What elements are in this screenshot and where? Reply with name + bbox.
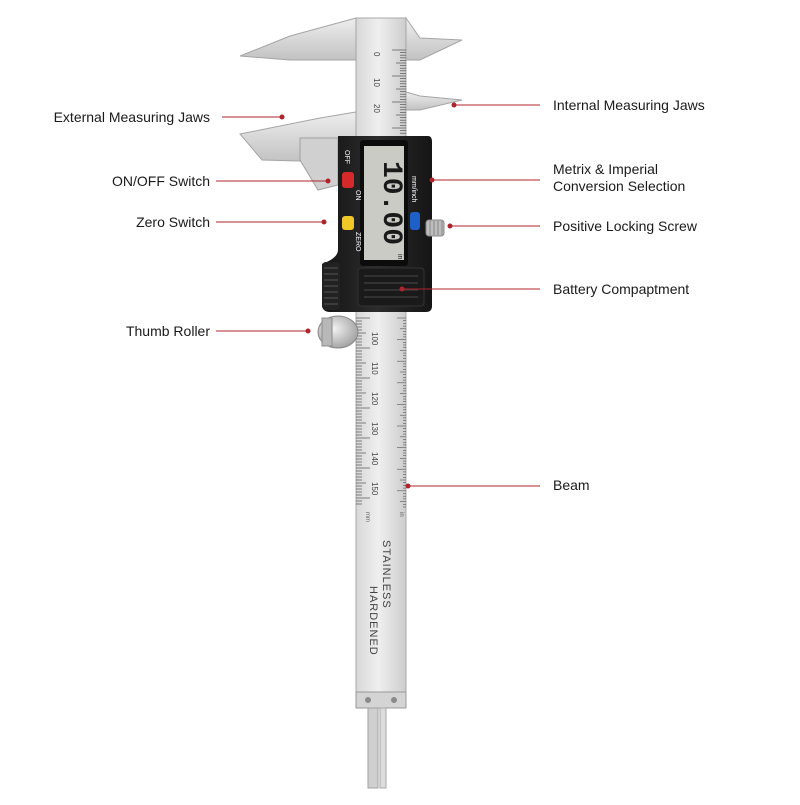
lcd-unit: in [396, 254, 403, 260]
on-off-button[interactable] [342, 172, 354, 188]
label-on-off-switch: ON/OFF Switch [111, 173, 210, 189]
bottom-scale-label: 130 [370, 422, 379, 436]
upper-fixed-jaw [239, 17, 357, 61]
end-plate-screw-left [365, 697, 371, 703]
bottom-scale-label: 120 [370, 392, 379, 406]
dot-zero [321, 219, 327, 225]
top-scale-label: 20 [372, 104, 381, 113]
beam-end-plate [355, 691, 407, 709]
external-sliding-jaw [299, 137, 339, 191]
lcd-screen [364, 146, 404, 260]
label-internal-jaws: Internal Measuring Jaws [553, 97, 705, 113]
leader-lines [216, 102, 540, 489]
on-label: ON [354, 190, 361, 201]
top-scale-labels: 0 10 20 [372, 52, 381, 113]
top-scale-label: 10 [372, 78, 381, 87]
lcd-value: 10.00 [375, 161, 406, 245]
bottom-scale-label: 110 [370, 362, 379, 375]
beam-unit-mm: mm [364, 512, 370, 522]
bottom-scale-labels: 100 110 120 130 140 150 [370, 332, 379, 496]
bottom-scale-label: 140 [370, 452, 379, 466]
mm-inch-button[interactable] [410, 212, 420, 230]
top-scale-label: 0 [372, 52, 381, 57]
thumb-roller[interactable] [317, 315, 359, 349]
dot-beam [405, 483, 411, 489]
label-external-jaws: External Measuring Jaws [53, 109, 210, 125]
label-zero-switch: Zero Switch [136, 214, 210, 230]
locking-screw[interactable] [425, 219, 445, 237]
zero-button[interactable] [342, 216, 354, 230]
beam-text-stainless: STAINLESS [380, 540, 392, 609]
label-beam: Beam [553, 477, 590, 493]
bottom-scale-ticks [356, 317, 370, 505]
dot-conversion [429, 177, 435, 183]
depth-rod-2 [379, 707, 387, 789]
off-label: OFF [343, 150, 350, 164]
mm-inch-label: mm/inch [410, 176, 417, 203]
dot-internal-jaws [451, 102, 457, 108]
label-conversion-line1: Metrix & Imperial [553, 161, 659, 177]
label-battery: Battery Compaptment [553, 281, 690, 297]
top-scale-ticks [392, 49, 406, 134]
battery-compartment [357, 267, 425, 307]
bottom-scale-label: 150 [370, 482, 379, 496]
thumb-grip [322, 262, 340, 310]
label-locking-screw: Positive Locking Screw [553, 218, 697, 234]
dot-thumb-roller [305, 328, 311, 334]
inch-scale-ticks [397, 317, 406, 508]
beam-unit-in: in [398, 512, 404, 517]
end-plate-screw-right [391, 697, 397, 703]
zero-label: ZERO [354, 232, 361, 252]
label-conversion-line2: Conversion Selection [553, 178, 686, 194]
dot-external-jaws [279, 114, 285, 120]
upper-sliding-jaw [405, 16, 463, 61]
bottom-scale-label: 100 [370, 332, 379, 346]
label-thumb-roller: Thumb Roller [125, 323, 210, 339]
dot-battery [399, 286, 405, 292]
depth-rod [367, 707, 379, 789]
beam-text-hardened: HARDENED [367, 586, 379, 656]
dot-on-off [325, 178, 331, 184]
dot-locking-screw [447, 223, 453, 229]
